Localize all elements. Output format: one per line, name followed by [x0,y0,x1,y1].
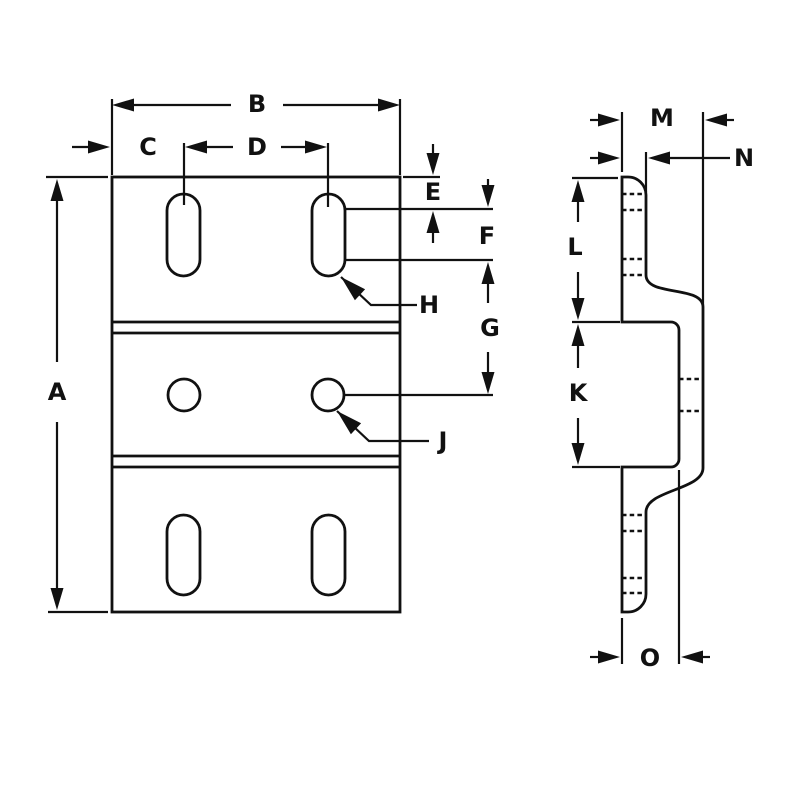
front-view: A B C D [46,90,500,614]
dimension-label-b: B [248,90,266,118]
arrowhead-down [481,185,495,207]
dimension-B: B [110,90,402,175]
dimension-label-l: L [567,233,582,261]
slot-hole-top-left [165,192,202,278]
arrowhead-left [681,650,703,664]
dimension-label-d: D [247,133,267,161]
dimension-label-f: F [479,222,495,250]
dimension-L: L [567,176,620,324]
leader-arrowhead [337,411,362,435]
arrowhead-right [305,140,327,154]
arrowhead-down [571,298,585,320]
dimension-F: F [344,179,495,250]
arrowhead-up [50,179,64,201]
arrowhead-right [378,98,400,112]
dimension-G: G [344,258,500,397]
arrowhead-left [648,151,670,165]
arrowhead-right [88,140,110,154]
dimension-label-j: J [437,427,448,455]
dimension-A: A [46,175,108,614]
arrowhead-left [112,98,134,112]
profile-outline [620,175,705,614]
dimension-M: M [590,104,734,305]
arrowhead-right [598,650,620,664]
arrowhead-right [598,151,620,165]
dimension-C: C [72,133,157,161]
dimension-label-c: C [139,133,157,161]
slot-hole-bottom-left [165,513,202,597]
dimension-E: E [403,144,441,243]
dimension-label-e: E [425,178,441,206]
slot-hole-bottom-right [310,513,347,597]
dimension-label-h: H [419,291,439,319]
arrowhead-left [185,140,207,154]
dimension-N: N [590,144,754,192]
dimension-label-k: K [569,379,589,407]
leader-J: J [336,410,448,455]
dimension-label-m: M [650,104,674,132]
arrowhead-down [571,443,585,465]
arrowhead-down [481,372,495,394]
side-view: M N L K [567,104,754,672]
arrowhead-left [705,113,727,127]
dimension-label-n: N [734,144,754,172]
arrowhead-down [426,153,440,175]
dimension-label-o: O [640,644,660,672]
arrowhead-up [481,262,495,284]
dimension-label-a: A [48,378,67,406]
dimension-D: D [182,133,330,207]
round-hole-right [310,377,346,413]
arrowhead-up [571,324,585,346]
dimension-O: O [590,470,710,672]
leader-arrowhead [341,277,366,301]
arrowhead-right [598,113,620,127]
arrowhead-up [426,211,440,233]
round-hole-left [166,377,202,413]
leader-H: H [340,276,439,319]
dimension-label-g: G [480,314,500,342]
arrowhead-up [571,180,585,202]
dimension-K: K [569,324,620,469]
arrowhead-down [50,588,64,610]
